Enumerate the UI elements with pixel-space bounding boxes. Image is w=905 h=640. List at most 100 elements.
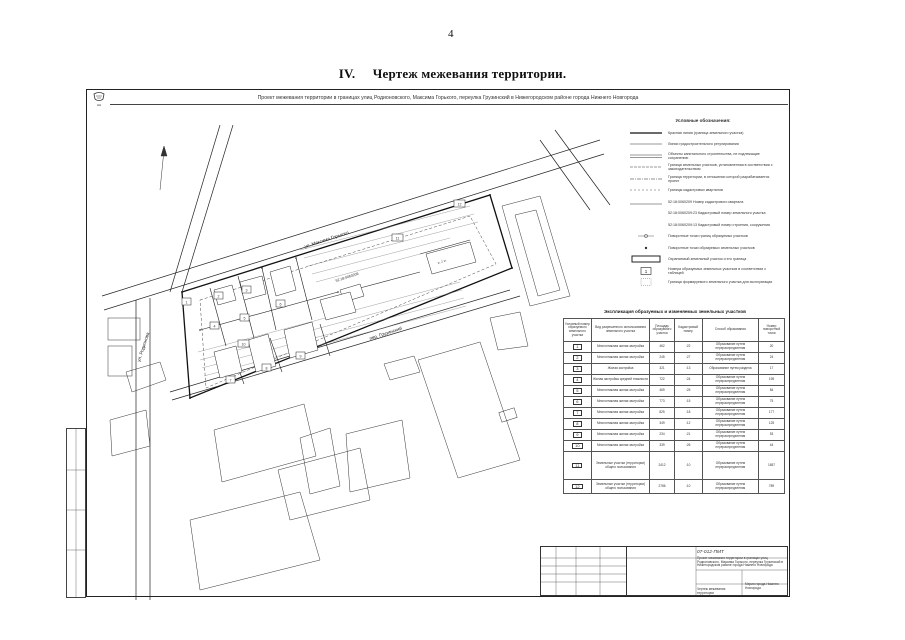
area-cell: 349	[649, 418, 675, 430]
department-name: Мэрия города Нижнего Новгорода	[745, 582, 779, 590]
method-cell: Образование путем перераспределения	[701, 374, 760, 386]
legend-label: Поворотные точки границ образуемых участ…	[668, 234, 748, 239]
plot-label-5: 5	[244, 317, 246, 321]
area-cell: 469	[649, 385, 675, 397]
plot-label-3: 3	[246, 289, 248, 293]
legend-item: 52:18:0060209 Номер кадастрового квартал…	[628, 196, 778, 208]
plot-label-7: 7	[230, 379, 232, 383]
legend-item: 52:18:0060209:13 Кадастровый номер строе…	[628, 219, 778, 231]
header-divider	[110, 104, 788, 105]
drawing-sheet	[86, 89, 790, 597]
sheet-name: Чертеж межевания территории	[697, 587, 726, 595]
column-header: Вид разрешенного использования земельног…	[590, 318, 651, 342]
area-cell: 825	[649, 407, 675, 419]
project-header: Проект межевания территории в границах у…	[257, 95, 639, 101]
legend-item: 52:18:0060209:23 Кадастровый номер земел…	[628, 208, 778, 220]
cad-cell: :12	[673, 418, 703, 430]
legend-label: 52:18:0060209:23 Кадастровый номер земел…	[668, 211, 766, 216]
legend-label: Границы кадастровых кварталов	[668, 188, 723, 193]
method-cell: Образование путем перераспределения	[701, 418, 760, 430]
legend-item: Границы кадастровых кварталов	[628, 185, 778, 197]
street-rodionova-label: ул. Родионова	[136, 331, 150, 362]
point-cell: 125	[758, 418, 785, 430]
cad-cell: :18	[673, 407, 703, 419]
plot-label-2: 2	[218, 295, 220, 299]
legend-item: Красная линия (граница земельного участк…	[628, 127, 778, 139]
use-cell: Жилая застройка	[590, 363, 651, 375]
legend-label: Объекты капитального строительства, не п…	[668, 151, 760, 160]
plot-number: 2	[573, 355, 582, 361]
section-title-text: Чертеж межевания территории.	[372, 66, 567, 81]
legend-label: Поворотные точки образуемых земельных уч…	[668, 245, 755, 250]
plot-number: 7	[573, 410, 582, 416]
column-header: Номер поворотной точки	[758, 318, 785, 342]
point-cell: 75	[758, 396, 785, 408]
use-cell: Многоэтажная жилая застройка	[590, 440, 651, 452]
point-cell: 177	[758, 407, 785, 419]
cad-cell: :27	[673, 352, 703, 364]
use-cell: Многоэтажная жилая застройка	[590, 352, 651, 364]
point-cell: 17	[758, 363, 785, 375]
legend: Условные обозначения: Красная линия (гра…	[628, 117, 778, 297]
area-cell: 234	[649, 429, 675, 441]
plot-label-11: 11	[396, 237, 400, 241]
column-header: Способ образования	[701, 318, 760, 342]
legend-label: Граница территории, в отношении которой …	[668, 174, 770, 183]
point-cell: 53	[758, 429, 785, 441]
method-cell: Образование путем перераспределения	[701, 341, 760, 353]
building-label: ж. 2 эт.	[437, 258, 447, 265]
explication-table: Условный номер образуемого земельного уч…	[563, 318, 785, 494]
area-cell: 773	[649, 396, 675, 408]
legend-label: Красная линия (граница земельного участк…	[668, 130, 744, 135]
method-cell: Образование путем перераспределения	[701, 479, 760, 494]
legend-item: Поворотные точки образуемых земельных уч…	[628, 242, 778, 254]
plot-label-10: 10	[242, 343, 246, 347]
legend-label: Номера образуемых земельных участков в с…	[668, 266, 767, 275]
cad-cell: :26	[673, 440, 703, 452]
plot-label-4: 4	[214, 325, 216, 329]
cad-cell: :13	[673, 363, 703, 375]
legend-item: 1 Номера образуемых земельных участков в…	[628, 265, 778, 277]
point-cell: 24	[758, 352, 785, 364]
use-cell: Многоэтажная жилая застройка	[590, 385, 651, 397]
section-title: IV. Чертеж межевания территории.	[0, 66, 905, 82]
explication-title: Экспликация образуемых и изменяемых земе…	[604, 309, 746, 314]
column-header: Кадастровый номер	[673, 318, 703, 342]
emblem-icon: НН	[93, 92, 105, 107]
stamp-signatures	[540, 546, 626, 596]
legend-item: Охраняемый земельный участок и его грани…	[628, 254, 778, 266]
method-cell: Образование путем перераспределения	[701, 407, 760, 419]
section-numeral: IV.	[338, 66, 356, 81]
quarter-number-label: 52:18:0060209	[335, 272, 359, 283]
use-cell: Земельные участки (территории) общего по…	[590, 479, 651, 494]
cad-cell: :25	[673, 385, 703, 397]
cad-cell: :24	[673, 374, 703, 386]
method-cell: Образование путем перераспределения	[701, 385, 760, 397]
method-cell: Образование путем перераспределения	[701, 429, 760, 441]
area-cell: 2786	[649, 479, 675, 494]
svg-text:НН: НН	[97, 103, 101, 107]
plot-label-1: 1	[186, 301, 188, 305]
plot-number: 6	[573, 399, 582, 405]
area-cell: 462	[649, 341, 675, 353]
svg-text:1: 1	[645, 269, 648, 274]
use-cell: Жилая застройка средней этажности	[590, 374, 651, 386]
page-number: 4	[448, 28, 454, 40]
legend-item: Граница формируемого земельного участка …	[628, 277, 778, 289]
legend-label: Граница формируемого земельного участка …	[668, 280, 773, 285]
legend-title: Условные обозначения:	[675, 118, 731, 123]
legend-label: Охраняемый земельный участок и его грани…	[668, 257, 747, 262]
plot-label-8: 8	[266, 367, 268, 371]
legend-item: Объекты капитального строительства, не п…	[628, 150, 778, 162]
north-arrow-icon	[159, 145, 168, 191]
